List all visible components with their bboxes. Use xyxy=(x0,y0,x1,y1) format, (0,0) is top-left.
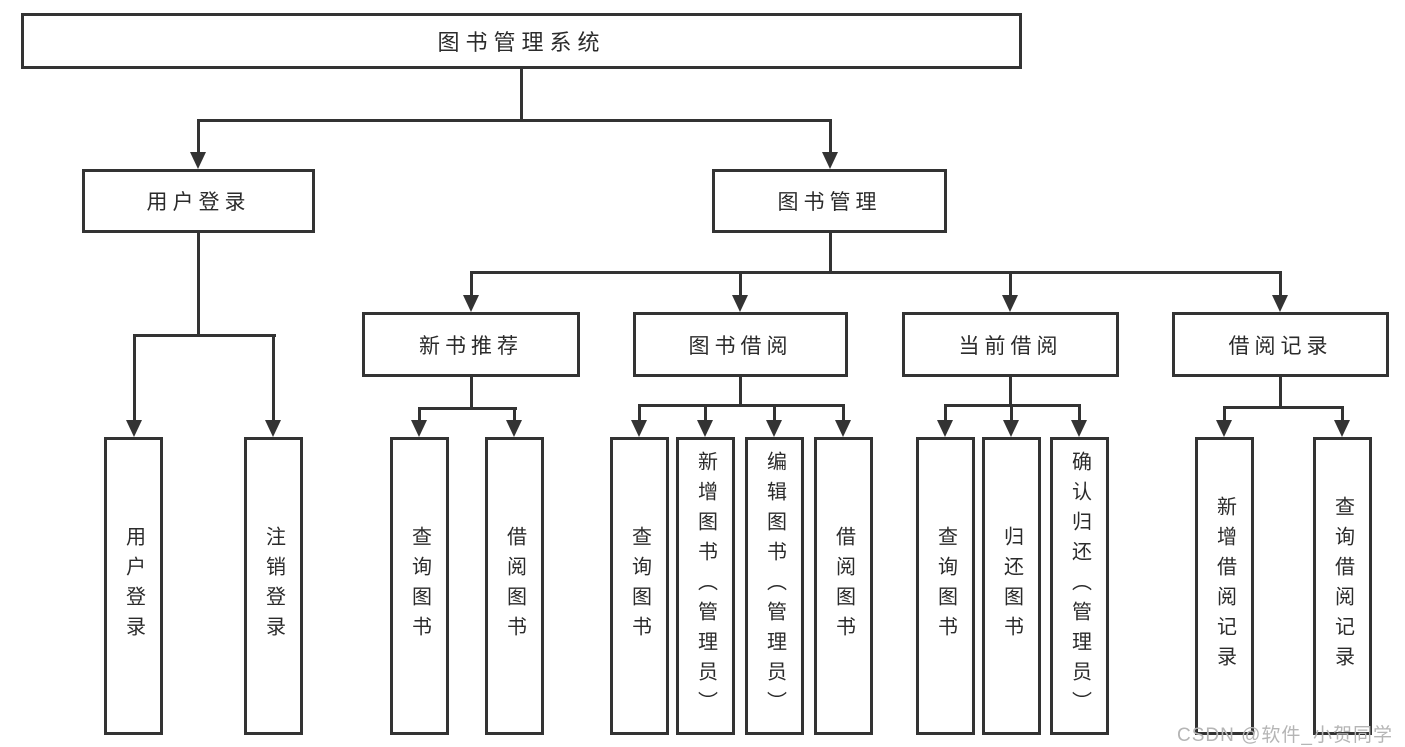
edge-to-leaf xyxy=(773,404,776,421)
leaf-label: 借阅图书 xyxy=(503,526,526,646)
arrow-down-icon xyxy=(822,152,838,169)
leaf-label: 编辑图书（管理员） xyxy=(763,451,786,721)
node-root: 图书管理系统 xyxy=(21,13,1022,69)
edge-to-leaf xyxy=(1341,406,1344,421)
arrow-down-icon xyxy=(835,420,851,437)
arrow-down-icon xyxy=(1216,420,1232,437)
arrow-down-icon xyxy=(265,420,281,437)
leaf-logout: 注销登录 xyxy=(244,437,303,735)
arrow-down-icon xyxy=(1334,420,1350,437)
edge-to-leaf xyxy=(944,404,947,421)
node-root-label: 图书管理系统 xyxy=(437,30,606,55)
leaf-borrow-add-book-admin: 新增图书（管理员） xyxy=(676,437,735,735)
leaf-newrec-query-book: 查询图书 xyxy=(390,437,449,735)
arrow-down-icon xyxy=(411,420,427,437)
edge-book-borrow-rail xyxy=(638,404,845,407)
arrow-down-icon xyxy=(937,420,953,437)
node-new-book-recommend: 新书推荐 xyxy=(362,312,580,377)
csdn-watermark: CSDN @软件_小贺同学 xyxy=(1177,725,1393,746)
leaf-newrec-borrow-book: 借阅图书 xyxy=(485,437,544,735)
edge-borrow-record-rail xyxy=(1223,406,1344,409)
edge-to-leaf xyxy=(1078,404,1081,421)
edge-to-current-borrow xyxy=(1009,271,1012,296)
node-new-book-recommend-label: 新书推荐 xyxy=(419,334,523,358)
leaf-label: 借阅图书 xyxy=(832,526,855,646)
leaf-label: 查询图书 xyxy=(934,526,957,646)
leaf-label: 新增借阅记录 xyxy=(1213,496,1236,676)
arrow-down-icon xyxy=(631,420,647,437)
leaf-label: 用户登录 xyxy=(122,526,145,646)
leaf-label: 归还图书 xyxy=(1000,526,1023,646)
leaf-current-query-book: 查询图书 xyxy=(916,437,975,735)
edge-to-leaf xyxy=(1010,404,1013,421)
arrow-down-icon xyxy=(126,420,142,437)
edge-new-book-recommend-rail xyxy=(418,407,517,410)
edge-borrow-record-stem xyxy=(1279,377,1282,409)
edge-book-management-rail xyxy=(470,271,1282,274)
edge-to-leaf xyxy=(704,404,707,421)
arrow-down-icon xyxy=(1071,420,1087,437)
leaf-record-add-record: 新增借阅记录 xyxy=(1195,437,1254,735)
node-borrow-record-label: 借阅记录 xyxy=(1228,334,1333,358)
arrow-down-icon xyxy=(463,295,479,312)
leaf-record-query-record: 查询借阅记录 xyxy=(1313,437,1372,735)
edge-root-rail xyxy=(197,119,832,122)
leaf-label: 确认归还（管理员） xyxy=(1068,451,1091,721)
arrow-down-icon xyxy=(697,420,713,437)
leaf-borrow-query-book: 查询图书 xyxy=(610,437,669,735)
node-current-borrow-label: 当前借阅 xyxy=(958,334,1063,358)
edge-user-login-stem xyxy=(197,233,200,337)
leaf-user-login: 用户登录 xyxy=(104,437,163,735)
arrow-down-icon xyxy=(1003,420,1019,437)
edge-book-borrow-stem xyxy=(739,377,742,407)
edge-to-leaf-login xyxy=(133,334,136,421)
node-user-login: 用户登录 xyxy=(82,169,315,233)
edge-to-book-borrow xyxy=(739,271,742,296)
leaf-label: 新增图书（管理员） xyxy=(694,451,717,721)
edge-book-management-stem xyxy=(829,233,832,274)
edge-to-leaf xyxy=(513,407,516,421)
node-current-borrow: 当前借阅 xyxy=(902,312,1119,377)
edge-current-borrow-stem xyxy=(1009,377,1012,407)
node-book-borrow-label: 图书借阅 xyxy=(688,334,793,358)
leaf-current-confirm-return-admin: 确认归还（管理员） xyxy=(1050,437,1109,735)
arrow-down-icon xyxy=(190,152,206,169)
edge-to-leaf xyxy=(1223,406,1226,421)
edge-to-new-book-recommend xyxy=(470,271,473,296)
edge-user-login-rail xyxy=(133,334,276,337)
leaf-label: 查询图书 xyxy=(628,526,651,646)
node-user-login-label: 用户登录 xyxy=(146,191,251,214)
leaf-borrow-borrow-book: 借阅图书 xyxy=(814,437,873,735)
leaf-current-return-book: 归还图书 xyxy=(982,437,1041,735)
edge-new-book-recommend-stem xyxy=(470,377,473,410)
edge-to-leaf xyxy=(418,407,421,421)
leaf-label: 查询图书 xyxy=(408,526,431,646)
arrow-down-icon xyxy=(1272,295,1288,312)
leaf-borrow-edit-book-admin: 编辑图书（管理员） xyxy=(745,437,804,735)
arrow-down-icon xyxy=(766,420,782,437)
edge-to-leaf-logout xyxy=(272,334,275,421)
leaf-label: 注销登录 xyxy=(262,526,285,646)
node-book-management-label: 图书管理 xyxy=(777,191,882,214)
edge-to-leaf xyxy=(638,404,641,421)
arrow-down-icon xyxy=(732,295,748,312)
node-book-borrow: 图书借阅 xyxy=(633,312,848,377)
edge-to-borrow-record xyxy=(1279,271,1282,296)
leaf-label: 查询借阅记录 xyxy=(1331,496,1354,676)
arrow-down-icon xyxy=(1002,295,1018,312)
node-borrow-record: 借阅记录 xyxy=(1172,312,1389,377)
arrow-down-icon xyxy=(506,420,522,437)
node-book-management: 图书管理 xyxy=(712,169,947,233)
edge-root-to-user-login xyxy=(197,119,200,153)
edge-root-to-book-management xyxy=(829,119,832,153)
edge-to-leaf xyxy=(842,404,845,421)
edge-root-stem xyxy=(520,69,523,122)
